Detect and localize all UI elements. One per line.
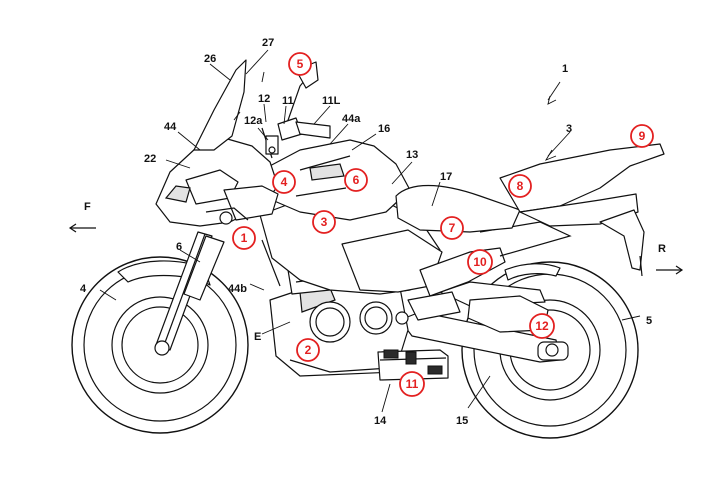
callout-10: 10 [467,249,493,275]
rear-hugger [504,263,561,281]
label-12a: 12a [244,115,263,127]
label-11L: 11L [322,95,341,107]
svg-text:8: 8 [517,179,524,193]
rear-cowl [499,143,665,277]
front-direction-arrow [68,223,96,233]
front-fork [154,231,225,356]
callout-11: 11 [399,371,425,397]
label-1: 1 [562,63,568,75]
fuel-tank [265,139,411,221]
label-4: 4 [80,283,87,295]
label-11: 11 [282,95,294,107]
label-26: 26 [204,53,216,65]
label-front: F [84,201,91,213]
svg-text:7: 7 [449,221,456,235]
exhaust [377,349,449,381]
label-22: 22 [144,153,156,165]
svg-text:1: 1 [241,231,248,245]
callout-8: 8 [508,174,532,198]
windscreen [193,59,247,151]
callout-12: 12 [529,313,555,339]
label-16: 16 [378,123,390,135]
callout-4: 4 [272,170,296,194]
seat [395,184,521,233]
reference-labels: 1 3 4 5 6 11 11L 12 12a 13 14 15 16 17 2… [80,37,666,427]
label-12: 12 [258,93,270,105]
label-14: 14 [374,415,387,427]
svg-text:9: 9 [639,129,646,143]
label-5: 5 [646,315,652,327]
callout-3: 3 [312,210,336,234]
label-27: 27 [262,37,274,49]
callout-5: 5 [288,52,312,76]
red-callouts: 1 2 3 4 5 6 7 8 [232,52,654,397]
label-3: 3 [566,123,572,135]
label-44b: 44b [228,283,247,295]
label-17: 17 [440,171,452,183]
label-rear: R [658,243,666,255]
callout-1: 1 [232,226,256,250]
frame [259,199,572,321]
svg-text:4: 4 [281,175,288,189]
callout-7: 7 [440,216,464,240]
svg-text:2: 2 [305,343,312,357]
leader-lines [99,49,641,413]
label-44: 44 [164,121,177,133]
label-6: 6 [176,241,182,253]
svg-text:6: 6 [353,173,360,187]
label-E: E [254,331,261,343]
callout-6: 6 [344,168,368,192]
svg-text:11: 11 [406,377,419,391]
label-15: 15 [456,415,468,427]
label-44a: 44a [342,113,361,125]
label-13: 13 [406,149,418,161]
svg-text:3: 3 [321,215,328,229]
front-cowl [155,137,279,227]
callout-9: 9 [630,124,654,148]
swing-arm [399,281,569,363]
callout-2: 2 [296,338,320,362]
svg-text:10: 10 [473,255,487,269]
rear-direction-arrow [656,265,684,275]
svg-text:12: 12 [535,319,549,333]
handlebar-mirror [261,61,331,159]
svg-text:5: 5 [297,57,304,71]
